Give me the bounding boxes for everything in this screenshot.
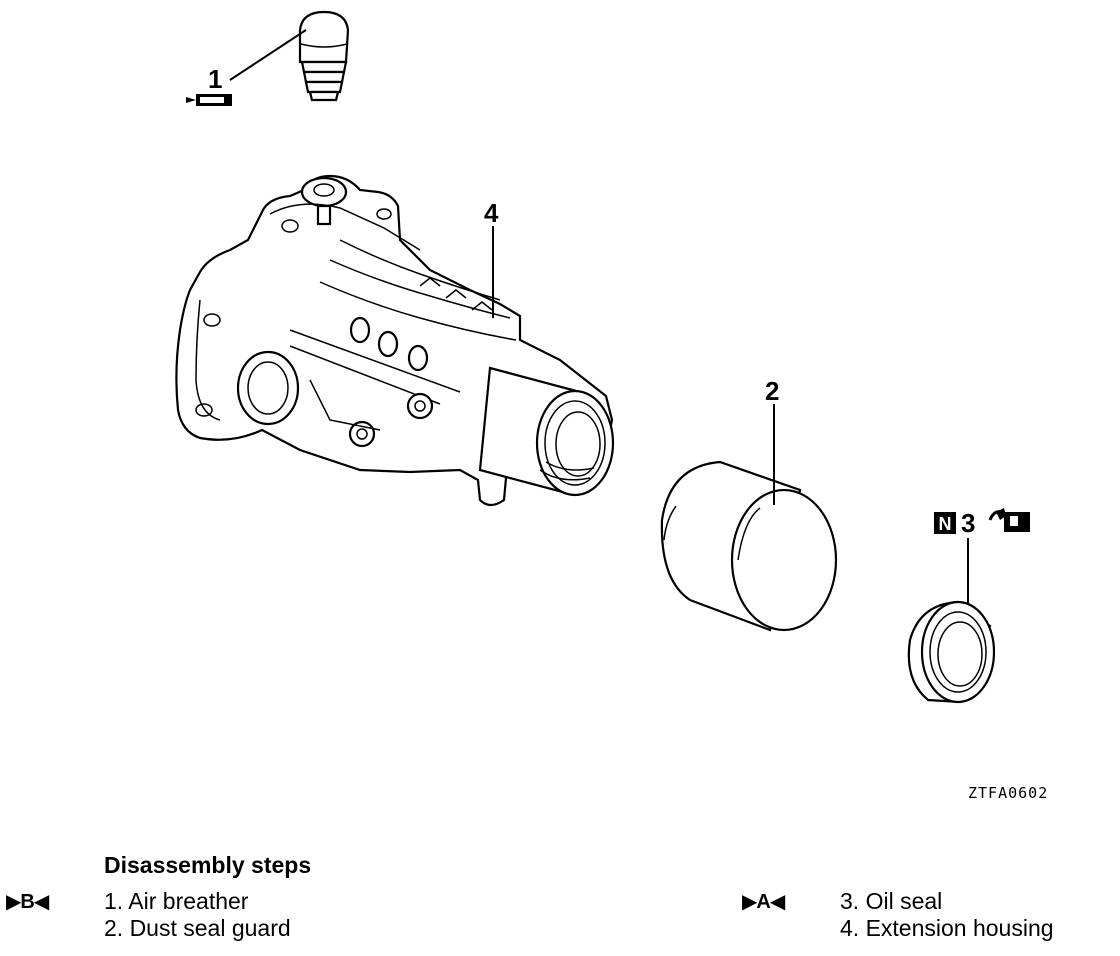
service-point-marker-a: ▶A◀ [742,889,785,915]
grease-can-icon [988,508,1030,532]
callout-leader-1 [229,29,307,81]
air-breather-part [298,10,350,102]
oil-seal-part [907,600,996,704]
callout-3: 3 [961,508,975,538]
triangle-left-icon: ◀ [33,891,49,913]
triangle-right-icon: ▶ [742,891,757,913]
exploded-view-diagram: 1 [175,10,1048,802]
extension-housing-part [175,174,615,507]
triangle-right-icon: ▶ [6,891,21,913]
figure-code: ZTFA0602 [968,784,1048,802]
disassembly-steps-title: Disassembly steps [104,852,312,878]
dust-seal-guard-part [660,460,838,632]
marker-label-b: B [20,891,34,913]
step-3: 3. Oil seal [840,888,943,914]
apply-sealant-icon [186,94,232,106]
service-point-marker-b: ▶B◀ [6,889,49,915]
new-part-badge [934,512,956,534]
new-part-badge-label: N [939,514,952,534]
callout-2: 2 [765,376,779,406]
marker-label-a: A [756,891,770,913]
callout-4: 4 [484,198,499,228]
step-1: 1. Air breather [104,888,249,914]
triangle-left-icon: ◀ [769,891,785,913]
step-2: 2. Dust seal guard [104,915,291,941]
callout-1: 1 [208,64,222,94]
step-4: 4. Extension housing [840,915,1054,941]
